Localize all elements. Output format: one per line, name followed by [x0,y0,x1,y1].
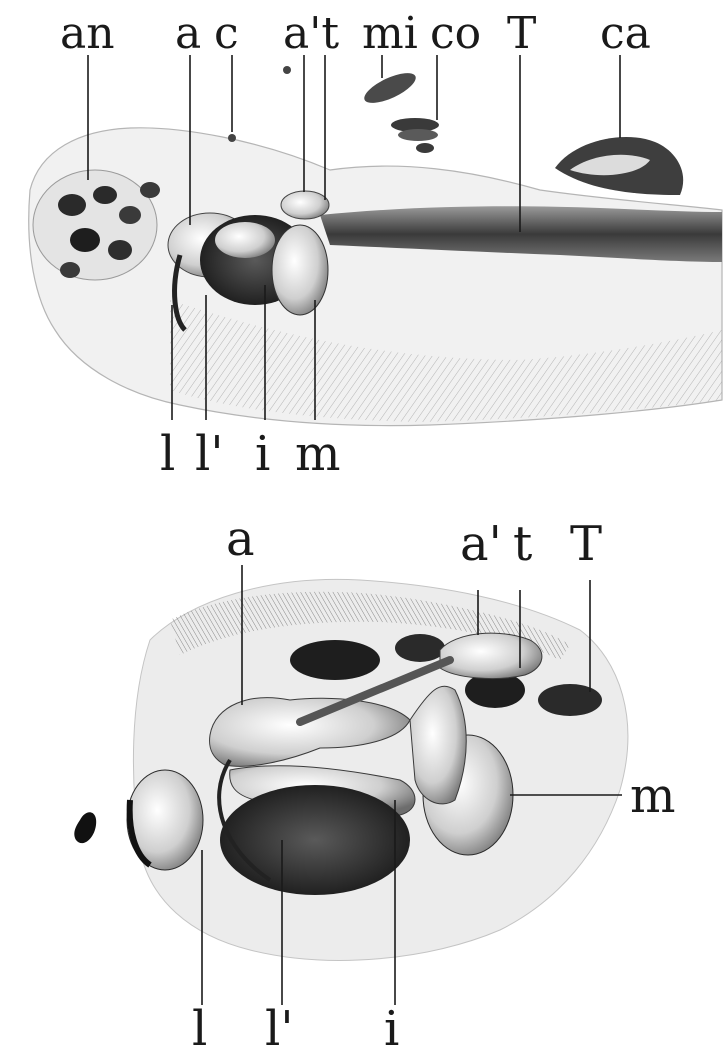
label-bottom-T: T [570,516,602,572]
label-ca: ca [600,8,651,59]
label-bottom-a-prime: a' [460,516,502,572]
label-mi: mi [362,8,418,59]
label-a-prime-t: a't [283,8,339,59]
lower-chamber [220,785,410,895]
c-dot [228,134,236,142]
label-i: i [255,426,270,482]
label-bottom-t: t [513,516,532,572]
stray-dot [283,66,291,74]
label-l-prime: l' [195,426,224,482]
label-co: co [430,8,481,59]
a-prime-structure [440,633,542,678]
label-bottom-m: m [630,768,676,824]
ink-blot [74,812,96,843]
label-l: l [160,426,175,482]
bottom-figure: a a' t T m l l' i [74,511,675,1057]
label-an: an [60,8,115,59]
label-bottom-l-prime: l' [265,1001,294,1057]
label-m: m [295,426,341,482]
label-a: a [175,8,201,59]
label-bottom-a: a [226,511,255,567]
label-c: c [214,8,239,59]
co-fragments [391,118,439,153]
label-bottom-i: i [384,1001,399,1057]
label-bottom-l: l [192,1001,207,1057]
mi-fragment [360,67,419,109]
label-T: T [507,8,536,59]
top-figure: an a c a't mi co T ca l l' i m [29,8,722,482]
